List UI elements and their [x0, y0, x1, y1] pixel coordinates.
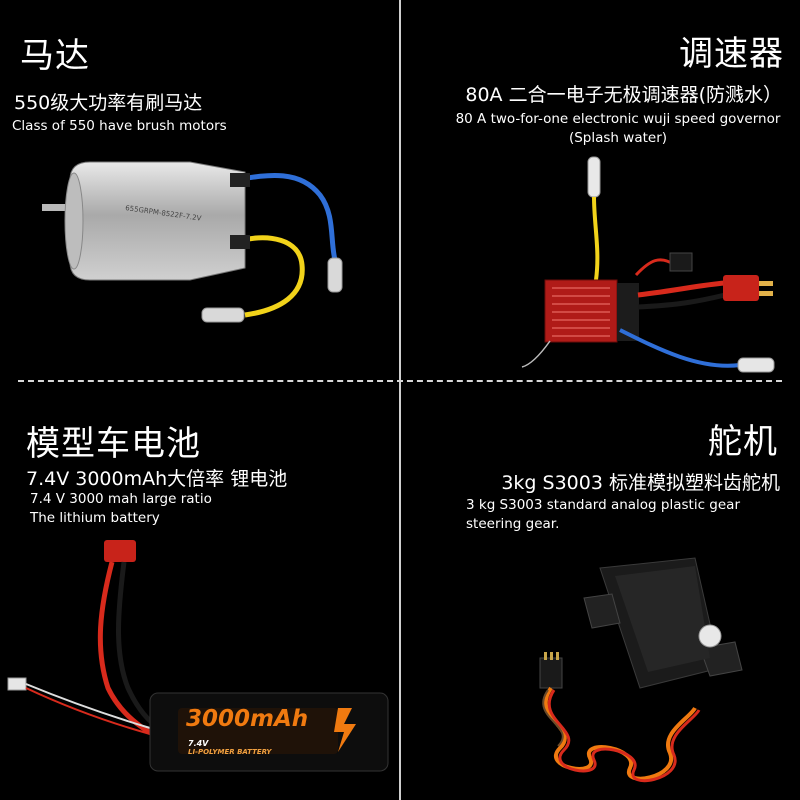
esc-image: [521, 156, 775, 373]
motor-title: 马达: [20, 36, 90, 76]
battery-label-capacity: 3000mAh: [186, 706, 309, 732]
vertical-divider: [399, 0, 401, 800]
horizontal-divider: [18, 380, 782, 382]
battery-label-voltage: 7.4V: [188, 739, 209, 748]
battery-title: 模型车电池: [26, 424, 201, 464]
servo-subtitle-en: 3 kg S3003 standard analog plastic gear …: [466, 496, 740, 534]
esc-title: 调速器: [679, 34, 784, 74]
esc-subtitle-en-line1: 80 A two-for-one electronic wuji speed g…: [455, 111, 781, 127]
servo-title: 舵机: [708, 422, 778, 462]
servo-image: [539, 557, 743, 783]
battery-image: 3000mAh 7.4V LI-POLYMER BATTERY: [0, 538, 400, 798]
servo-panel: 舵机 3kg S3003 标准模拟塑料齿舵机 3 kg S3003 standa…: [400, 400, 800, 800]
motor-image: 655GRPM-8522F-7.2V: [42, 161, 343, 323]
battery-label-type: LI-POLYMER BATTERY: [188, 748, 272, 756]
motor-subtitle-zh: 550级大功率有刷马达: [14, 92, 203, 114]
battery-subtitle-en-line1: 7.4 V 3000 mah large ratio: [30, 491, 212, 507]
battery-subtitle-en-line2: The lithium battery: [30, 510, 160, 526]
battery-panel: 模型车电池 7.4V 3000mAh大倍率 锂电池 7.4 V 3000 mah…: [0, 400, 400, 800]
servo-subtitle-en-line1: 3 kg S3003 standard analog plastic gear: [466, 497, 741, 513]
esc-subtitle-en: 80 A two-for-one electronic wuji speed g…: [448, 110, 788, 148]
servo-subtitle-en-line2: steering gear.: [466, 516, 560, 532]
motor-panel: 马达 550级大功率有刷马达 Class of 550 have brush m…: [0, 0, 400, 400]
esc-subtitle-en-line2: (Splash water): [568, 130, 668, 146]
battery-subtitle-en: 7.4 V 3000 mah large ratio The lithium b…: [30, 490, 212, 528]
esc-subtitle-zh: 80A 二合一电子无极调速器(防溅水）: [465, 84, 782, 106]
battery-subtitle-zh: 7.4V 3000mAh大倍率 锂电池: [26, 468, 288, 490]
motor-subtitle-en: Class of 550 have brush motors: [12, 118, 227, 134]
esc-panel: 调速器 80A 二合一电子无极调速器(防溅水） 80 A two-for-one…: [400, 0, 800, 400]
servo-subtitle-zh: 3kg S3003 标准模拟塑料齿舵机: [501, 472, 780, 494]
